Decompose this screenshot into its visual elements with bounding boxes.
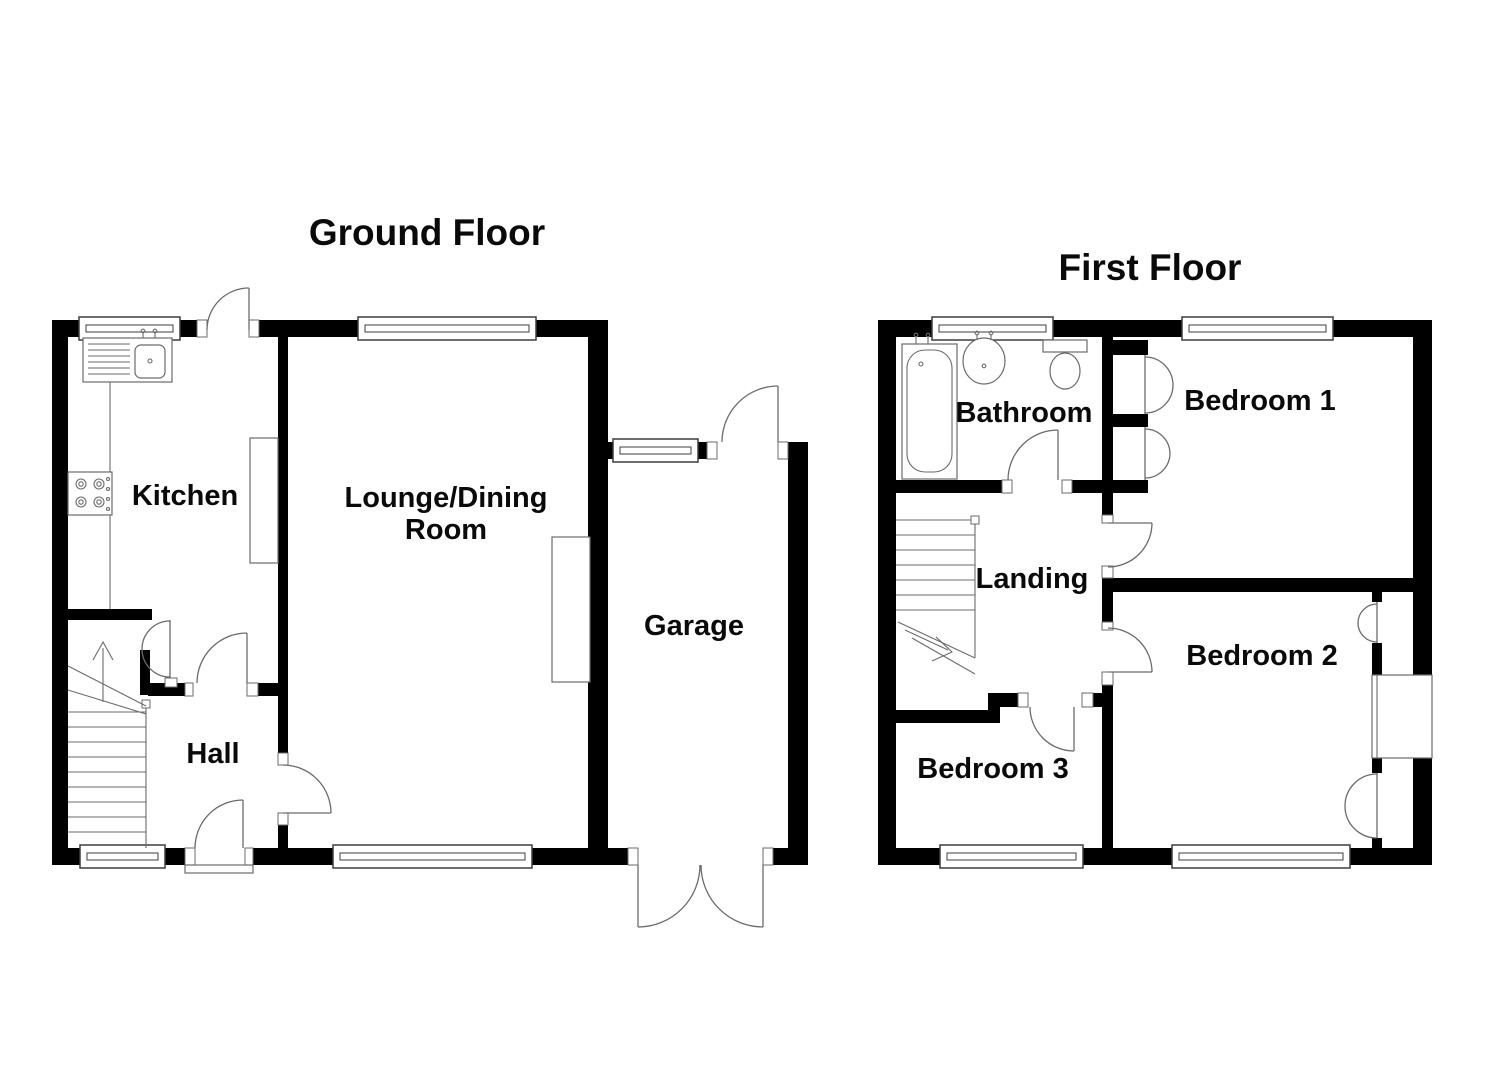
back-door-icon (196, 287, 260, 338)
front-door-step (184, 864, 254, 874)
room-label-bedroom-3: Bedroom 3 (917, 753, 1068, 785)
stairs-down-icon (896, 515, 980, 675)
hall-front-window-icon (79, 844, 166, 869)
bath-icon (901, 332, 958, 480)
bedroom2-door-icon (1101, 621, 1153, 686)
stairs-up-icon (67, 640, 151, 848)
bedroom3-window-icon (939, 844, 1084, 869)
room-label-bedroom-2: Bedroom 2 (1186, 640, 1337, 672)
room-label-bathroom: Bathroom (956, 397, 1093, 429)
bedroom1-door-icon (1101, 514, 1153, 579)
bedroom1-window-icon (1181, 316, 1334, 341)
room-label-bedroom-1: Bedroom 1 (1184, 385, 1335, 417)
room-label-hall: Hall (186, 738, 239, 770)
kitchen-counter (249, 437, 279, 564)
garage-window-icon (612, 438, 699, 463)
ground-floor-plan: Ground Floor (52, 212, 808, 928)
first-floor-walls (878, 320, 1432, 865)
chimney-breast (551, 536, 591, 683)
bathroom-window-icon (931, 316, 1054, 341)
kitchen-door-icon (184, 632, 259, 697)
bedroom2-cupboard-doors-icon (1344, 602, 1378, 839)
room-label-lounge-dining-line1: Lounge/Dining (345, 482, 548, 514)
hob-icon (67, 471, 113, 516)
lounge-front-window-icon (332, 844, 533, 869)
ground-floor-walls (52, 320, 808, 865)
kitchen-window-icon (78, 316, 181, 341)
front-door-icon (184, 799, 254, 874)
room-label-landing: Landing (976, 563, 1089, 595)
bedroom1-cupboard-doors-icon (1144, 355, 1174, 480)
garage-side-door-icon (706, 385, 789, 460)
toilet-icon (1042, 339, 1088, 390)
bathroom-door-icon (1001, 429, 1073, 494)
hall-lounge-door-icon (277, 752, 332, 826)
sink-drainer-icon (82, 328, 173, 383)
room-label-garage: Garage (644, 610, 744, 642)
first-floor-plan: First Floor (878, 247, 1433, 869)
basin-icon (962, 330, 1006, 385)
lounge-top-window-icon (357, 316, 537, 341)
room-label-lounge-dining-line2: Room (405, 514, 487, 546)
garage-double-doors-icon (627, 847, 774, 928)
room-label-kitchen: Kitchen (132, 480, 238, 512)
bedroom3-door-icon (1017, 692, 1094, 752)
wardrobe-recess (1371, 674, 1433, 759)
first-floor-title: First Floor (1059, 247, 1242, 288)
ground-floor-title: Ground Floor (309, 212, 545, 253)
understairs-cupboard-doors-icon (141, 620, 178, 688)
bedroom2-window-icon (1171, 844, 1351, 869)
